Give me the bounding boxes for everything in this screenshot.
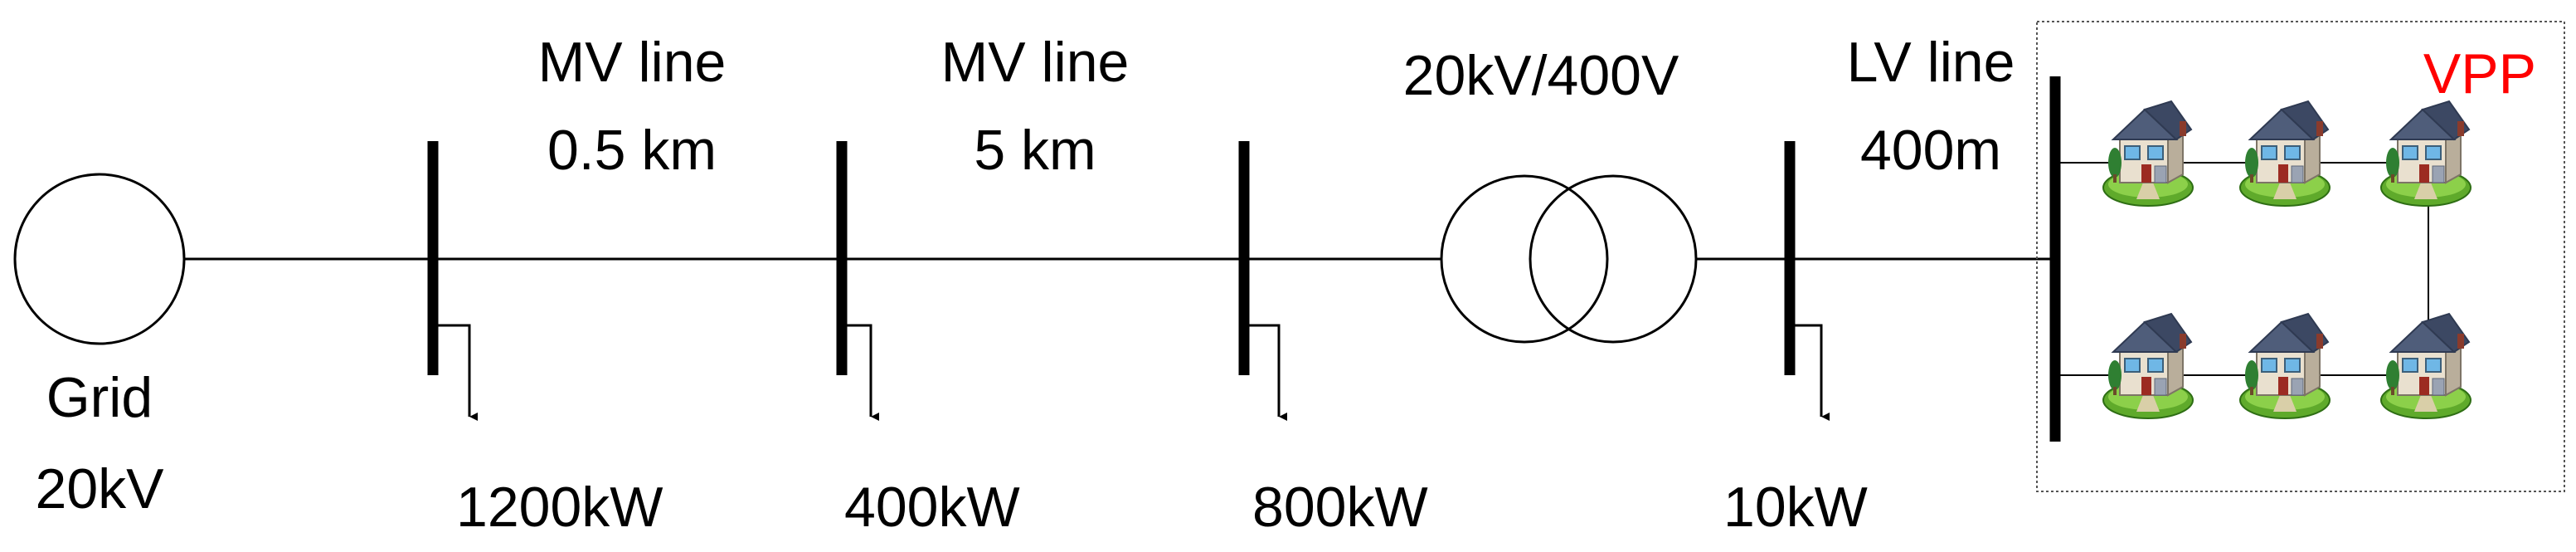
transformer-primary-winding bbox=[1440, 174, 1609, 344]
line-name-2: MV line bbox=[941, 31, 1130, 94]
load-value-3: 800kW bbox=[1252, 476, 1428, 539]
house-icon bbox=[2380, 100, 2472, 207]
line-length-3: 400m bbox=[1860, 119, 2001, 182]
grid-name: Grid bbox=[46, 366, 153, 429]
load-arrow-3 bbox=[1249, 324, 1287, 421]
house-icon bbox=[2239, 100, 2331, 207]
line-name-1: MV line bbox=[538, 31, 727, 94]
load-arrow-1 bbox=[438, 324, 478, 421]
house-icon bbox=[2102, 100, 2194, 207]
house-icon bbox=[2102, 313, 2194, 419]
vpp-label: VPP bbox=[2423, 42, 2536, 105]
transformer-secondary-winding bbox=[1529, 174, 1698, 344]
load-arrow-4 bbox=[1795, 324, 1830, 421]
load-value-4: 10kW bbox=[1723, 476, 1868, 539]
house-icon bbox=[2239, 313, 2331, 419]
transformer-rating: 20kV/400V bbox=[1403, 44, 1679, 107]
load-value-1: 1200kW bbox=[456, 476, 663, 539]
grid-source-symbol bbox=[13, 173, 186, 345]
grid-voltage: 20kV bbox=[36, 457, 165, 520]
line-length-2: 5 km bbox=[974, 119, 1096, 182]
load-value-2: 400kW bbox=[844, 476, 1020, 539]
house-icon bbox=[2380, 313, 2472, 419]
vpp-boundary bbox=[2036, 21, 2565, 492]
load-arrow-2 bbox=[847, 324, 879, 421]
line-length-1: 0.5 km bbox=[547, 119, 717, 182]
line-name-3: LV line bbox=[1847, 31, 2015, 94]
